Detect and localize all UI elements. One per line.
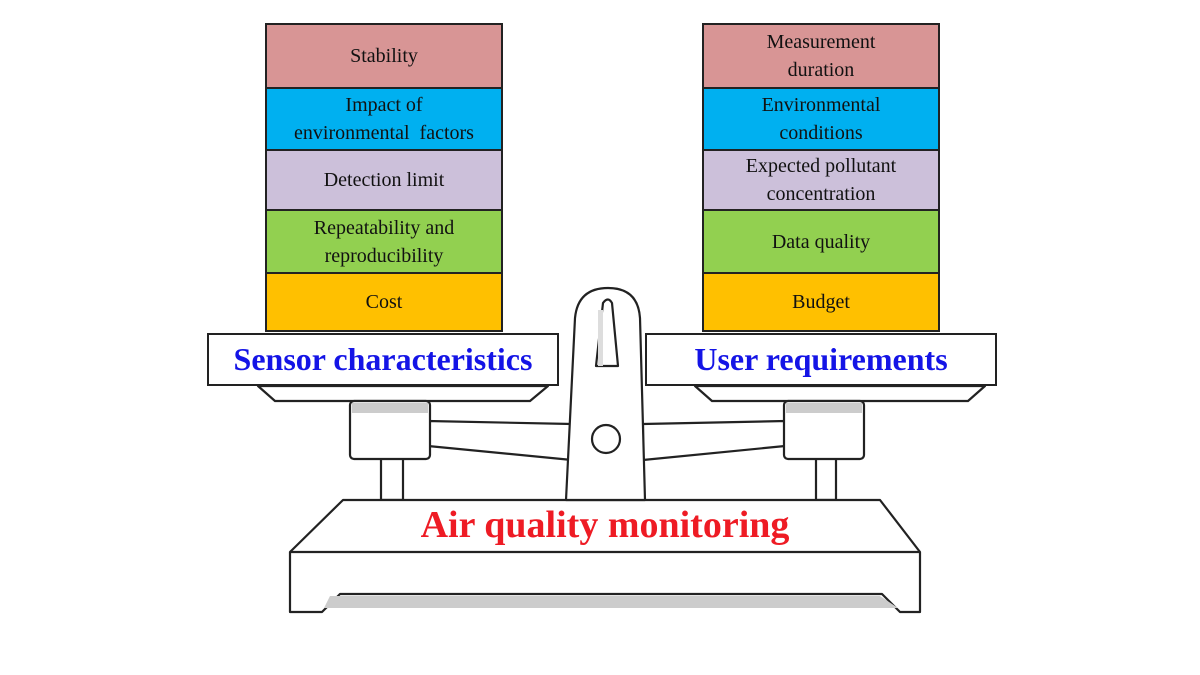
right-pan-tray [693,384,987,403]
user-requirements-label: User requirements [645,333,997,386]
right-support-block [782,399,866,461]
beam-left [426,419,574,462]
item-text-line: Measurement [766,31,876,53]
item-text-line: Environmental [761,94,881,116]
item-text-line: Detection limit [323,169,445,191]
item-text-line: Budget [792,291,850,313]
item-text-line: reproducibility [324,244,444,267]
item-text-line: Cost [365,291,403,313]
pivot-circle [590,423,622,455]
item-text-line: Impact of [345,94,423,116]
left-stack-item: Impact of environmental factors [265,87,503,151]
item-text-line: duration [787,59,855,81]
left-stack-item: Repeatability and reproducibility [265,209,503,274]
center-pillar [564,286,647,502]
item-text-line: concentration [766,183,876,205]
right-stack-item: Data quality [702,209,940,274]
left-stack-item: Detection limit [265,149,503,211]
air-quality-monitoring-title: Air quality monitoring [420,504,790,546]
item-text-line: environmental factors [294,122,474,144]
left-post [379,456,405,502]
item-text-line: conditions [779,122,863,144]
scale-base [288,498,922,614]
left-pan-tray [256,384,550,403]
left-stack-item: Cost [265,272,503,332]
right-stack-item: Expected pollutant concentration [702,149,940,211]
left-support-block [348,399,432,461]
item-text-line: Expected pollutant [745,155,897,177]
right-post [814,456,838,502]
item-text-line: Repeatability and [313,216,455,239]
beam-right [641,419,787,462]
right-stack-item: Environmental conditions [702,87,940,151]
right-stack-item: Budget [702,272,940,332]
item-text-line: Stability [350,45,418,67]
left-stack-item: Stability [265,23,503,89]
right-stack-item: Measurement duration [702,23,940,89]
item-text-line: Data quality [771,230,871,253]
sensor-characteristics-label: Sensor characteristics [207,333,559,386]
